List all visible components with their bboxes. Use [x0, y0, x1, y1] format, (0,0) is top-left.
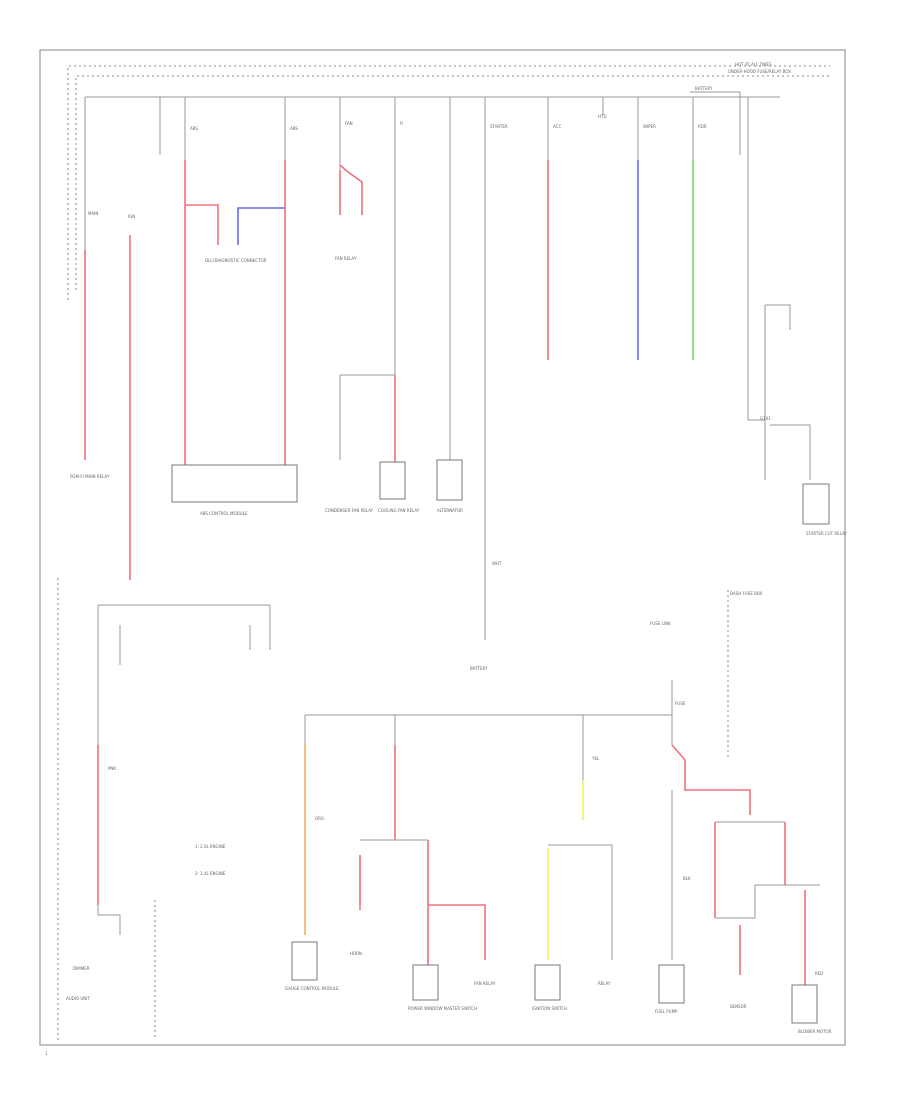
fuse-box-label: DASH FUSE BOX: [730, 591, 763, 596]
relay-1-label: FAN RELAY: [474, 981, 496, 986]
starter-label: STARTER CUT RELAY: [806, 531, 847, 536]
wire-callout-pnk: PNK: [108, 766, 116, 771]
branch-label-6: ACC: [553, 124, 561, 129]
diagram-frame: [39, 49, 846, 1046]
alternator-label: ALTERNATOR: [437, 508, 463, 513]
fuse-link-label: FUSE LINK: [650, 621, 671, 626]
main-relay-label: PGM-FI MAIN RELAY: [70, 474, 110, 479]
sensor-label: SENSOR: [730, 1004, 747, 1009]
blue-wire-abs: [237, 207, 285, 245]
power-window-label: POWER WINDOW MASTER SWITCH: [408, 1006, 477, 1011]
wire-callout-blk: BLK: [683, 876, 691, 881]
legend-entry-2: 2: 2.4L ENGINE: [195, 871, 226, 876]
fuel-pump-box: [658, 964, 685, 1004]
branch-label-7: HTD: [598, 114, 607, 119]
branch-label-3: FAN: [345, 121, 353, 126]
wire-callout-org: ORG: [315, 816, 324, 821]
legend-entry-1: 1: 2.0L ENGINE: [195, 844, 226, 849]
red-wires: [84, 160, 806, 985]
wire-callout-yel: YEL: [591, 756, 600, 761]
gauge-label: GAUGE CONTROL MODULE: [285, 986, 339, 991]
dimmer-label: DIMMER: [73, 966, 90, 971]
page-number: 1: [45, 1051, 48, 1056]
bus-right-link: [690, 91, 741, 155]
ignition-switch-box: [534, 964, 561, 1001]
fuse-box-outline-outer: [67, 65, 830, 300]
power-window-box: [412, 964, 439, 1001]
fuse-label: FUSE: [675, 701, 686, 706]
branch-label-8: WIPER: [643, 124, 656, 129]
bus-label: BATTERY: [695, 86, 713, 91]
wire-callout-red: RED: [815, 971, 823, 976]
abs-control-module-label: ABS CONTROL MODULE: [200, 511, 248, 516]
bus-branches: [84, 97, 766, 640]
fan-relay-label: FAN RELAY: [335, 256, 357, 261]
condenser-fan-relay-label: CONDENSER FAN RELAY: [325, 508, 374, 513]
gauge-box: [291, 941, 318, 981]
gray-wires: [57, 304, 820, 1040]
dlc-connector-label: DLC/DIAGNOSTIC CONNECTOR: [205, 258, 267, 263]
branch-label-main: MAIN: [88, 211, 98, 216]
branch-label-2: ABS: [290, 126, 298, 131]
fuse-box-outline-inner: [75, 75, 830, 290]
branch-label-9: RDR: [698, 124, 707, 129]
ignition-switch-label: IGNITION SWITCH: [532, 1006, 567, 1011]
battery-label: BATTERY: [470, 666, 488, 671]
audio-label: AUDIO UNIT: [66, 996, 90, 1001]
fuel-pump-label: FUEL PUMP: [655, 1009, 678, 1014]
branch-label-1: ABS: [190, 126, 198, 131]
title-line-2: UNDER-HOOD FUSE/RELAY BOX: [728, 69, 791, 74]
branch-label-5: STARTER: [490, 124, 508, 129]
relay-2-label: RELAY: [598, 981, 611, 986]
cooling-fan-relay-box: [379, 461, 406, 500]
title-line-1: HOT AT ALL TIMES: [735, 62, 772, 67]
alternator-box: [436, 459, 463, 501]
abs-control-module-box: [171, 464, 298, 503]
branch-label-4: FI: [400, 121, 403, 126]
starter-box: [802, 483, 830, 525]
wire-callout-wht: WHT: [492, 561, 502, 566]
blower-box: [791, 984, 818, 1024]
branch-label-ign: IGN: [128, 214, 135, 219]
ground-label: G101: [760, 416, 771, 421]
horn-label: HORN: [350, 951, 362, 956]
cooling-fan-relay-label: COOLING FAN RELAY: [378, 508, 420, 513]
blower-label: BLOWER MOTOR: [798, 1029, 832, 1034]
